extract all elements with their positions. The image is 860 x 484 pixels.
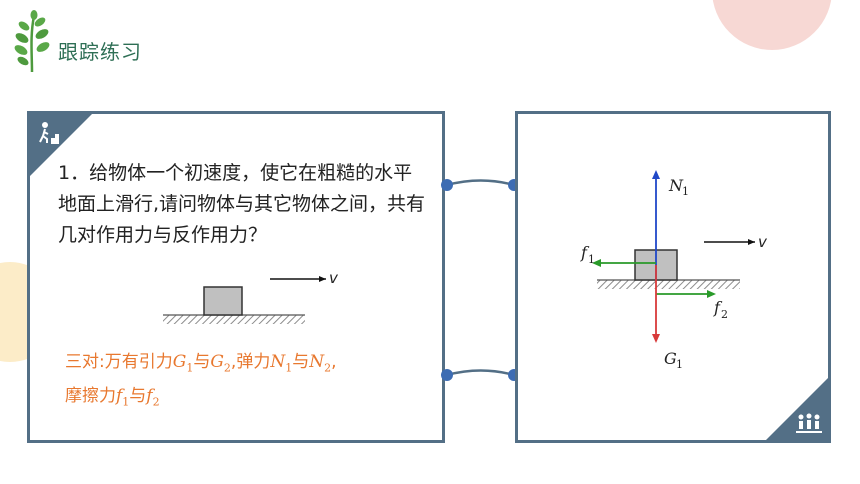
f-symbol: f — [146, 386, 153, 407]
ground-surface — [163, 315, 305, 324]
question-panel: 1．给物体一个初速度，使它在粗糙的水平地面上滑行,请问物体与其它物体之间，共有几… — [27, 111, 445, 443]
g1-subscript: 1 — [676, 358, 683, 371]
leaf-sprig-icon — [14, 10, 50, 73]
n1-label: N — [668, 176, 684, 195]
decorative-circle-top — [712, 0, 832, 50]
subscript: 2 — [223, 361, 231, 375]
g-symbol: G — [172, 352, 187, 372]
answer-text: 三对:万有引力G1与G2,弹力N1与N2, 摩擦力f1与f2 — [65, 348, 435, 417]
connector-word: 与 — [193, 352, 211, 372]
connector-word: 与 — [129, 386, 147, 407]
page-title: 跟踪练习 — [58, 40, 142, 64]
g-symbol: G — [210, 352, 224, 372]
force-diagram: N 1 f 1 f 2 G 1 v — [580, 170, 768, 371]
velocity-label: v — [329, 269, 339, 287]
question-text: 1．给物体一个初速度，使它在粗糙的水平地面上滑行,请问物体与其它物体之间，共有几… — [58, 162, 426, 246]
block-diagram-small: v — [163, 269, 339, 324]
group-of-people-icon — [796, 413, 822, 433]
corner-triangle — [30, 114, 92, 176]
f2-label: f — [713, 298, 723, 317]
f1-subscript: 1 — [588, 253, 595, 266]
f1-label: f — [580, 243, 590, 262]
n-symbol: N — [309, 352, 325, 372]
subscript: 2 — [152, 395, 160, 409]
ground-surface — [597, 280, 740, 289]
header: 跟踪练习 — [10, 10, 250, 80]
corner-triangle — [766, 378, 828, 440]
subscript: 1 — [122, 395, 130, 409]
connector-word: 与 — [292, 352, 310, 372]
g1-label: G — [664, 349, 677, 368]
answer-line2-prefix: 摩擦力 — [65, 386, 116, 407]
block — [203, 286, 243, 316]
force-diagram-panel: N 1 f 1 f 2 G 1 v — [515, 111, 831, 443]
n1-subscript: 1 — [682, 185, 689, 198]
subscript: 2 — [324, 361, 332, 375]
velocity-label: v — [758, 233, 768, 251]
n-symbol: N — [270, 352, 286, 372]
subscript: 1 — [186, 361, 194, 375]
punctuation: , — [331, 352, 337, 372]
subscript: 1 — [285, 361, 293, 375]
answer-prefix: 三对:万有引力 — [65, 352, 173, 372]
f2-subscript: 2 — [721, 308, 728, 321]
person-climbing-stairs-icon — [39, 122, 59, 144]
f-symbol: f — [116, 386, 123, 407]
answer-mid: ,弹力 — [230, 352, 271, 372]
